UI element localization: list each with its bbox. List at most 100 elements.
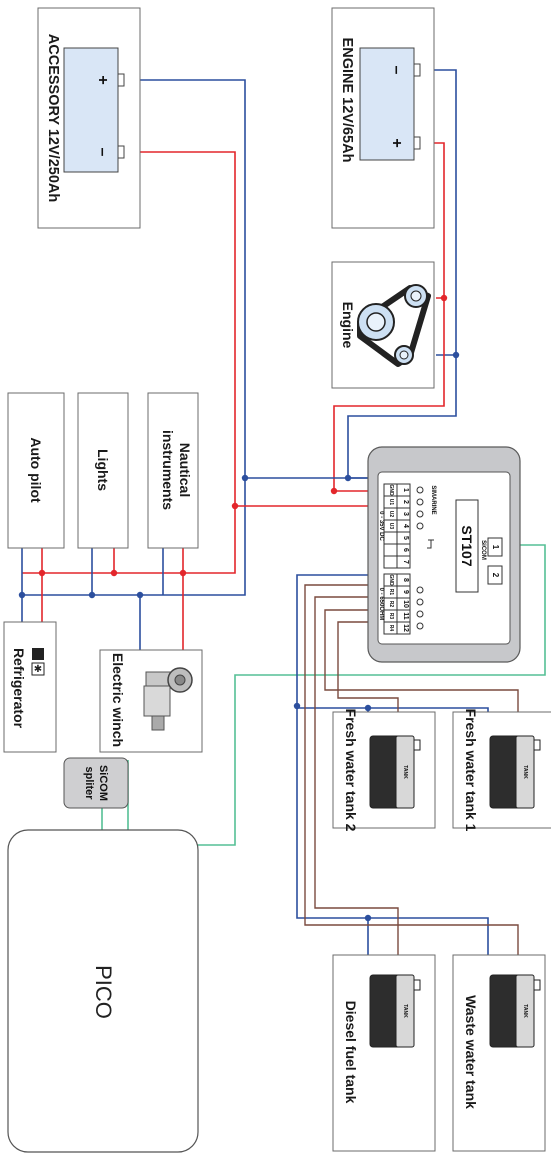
simarine-brand: SIMARINE: [430, 485, 436, 514]
junction: [364, 704, 372, 712]
fresh-water-tank-2: TANK Fresh water tank 2: [332, 709, 436, 832]
wire-sensor-r3: [324, 609, 519, 712]
sicom-splitter-box: [63, 757, 129, 809]
pins-left: 1 2 3 4 5 6 7: [402, 488, 409, 564]
wire-engine-to-st107-positive: [333, 298, 445, 492]
channel-label: R3: [388, 613, 394, 620]
junction: [18, 591, 26, 599]
junctions: [18, 294, 460, 922]
junction: [110, 569, 118, 577]
diesel-fuel-tank-label: Diesel fuel tank: [343, 1001, 359, 1104]
battery-terminal: [413, 63, 421, 77]
sicom-splitter: SiCOM spliter: [63, 757, 129, 809]
pin-number: 12: [402, 624, 409, 632]
tank-cap: [413, 979, 421, 991]
channel-label: R4: [388, 625, 394, 632]
battery-body: [63, 47, 119, 173]
pico-box: [7, 829, 199, 1153]
pin-number: 9: [402, 590, 409, 594]
pin-number: 10: [402, 600, 409, 608]
screw-terminals: [416, 486, 434, 630]
junction: [241, 474, 249, 482]
pin-number: 8: [402, 578, 409, 582]
refrigerator-box: [3, 621, 57, 753]
st107-port-2: [487, 565, 503, 585]
engine-label: Engine: [340, 302, 356, 349]
channel-label: R1: [388, 589, 394, 596]
accessory-battery-label: ACCESSORY 12V/250Ah: [45, 34, 61, 202]
tank-level-fill: [515, 974, 535, 1048]
nautical-instruments: Nautical instruments: [147, 392, 199, 549]
electric-winch-label: Electric winch: [110, 653, 126, 747]
port-2-label: 2: [491, 573, 500, 578]
snowflake-glyph: ✱: [34, 664, 42, 675]
pin-number: 5: [402, 536, 409, 540]
wire-accessory-positive: [22, 151, 236, 574]
tank-level-fill: [395, 974, 415, 1048]
lights-box: [77, 392, 129, 549]
battery-body: [359, 47, 415, 161]
nautical-instruments-label-2: instruments: [160, 430, 176, 510]
accessory-battery: + – ACCESSORY 12V/250Ah: [37, 7, 141, 229]
st107-model: ST107: [459, 525, 475, 566]
fresh-water-tank-1-label: Fresh water tank 1: [463, 709, 479, 832]
minus-symbol: –: [94, 148, 111, 157]
engine-battery-label: ENGINE 12V/65Ah: [339, 38, 355, 163]
channel-label: GND: [388, 574, 394, 586]
st107-port-1: [487, 537, 503, 557]
waste-water-tank-label: Waste water tank: [463, 995, 479, 1109]
belt-drive-icon: [357, 284, 431, 367]
st107-device: ST107 SIMARINE 1 2 SiCOM 1: [367, 446, 521, 663]
channel-label: U1: [388, 499, 394, 506]
nautical-instruments-box: [147, 392, 199, 549]
pin-number: 4: [402, 524, 409, 528]
wire-tank-ground-fw1: [368, 707, 489, 712]
junction: [344, 474, 352, 482]
diesel-fuel-tank: TANK Diesel fuel tank: [332, 954, 436, 1152]
wire-engine-positive: [434, 142, 445, 299]
pico-display: PICO: [7, 829, 199, 1153]
ohm-range: 0 - 650OHM: [378, 588, 384, 621]
junction: [452, 351, 460, 359]
wire-sensor-r4: [337, 621, 399, 712]
junction: [293, 702, 301, 710]
pin-number: 3: [402, 512, 409, 516]
fresh-water-tank-1: TANK Fresh water tank 1: [452, 709, 551, 832]
channel-label: U2: [388, 511, 394, 518]
battery-terminal: [413, 136, 421, 150]
electric-winch: Electric winch: [99, 649, 203, 753]
auto-pilot-label: Auto pilot: [28, 437, 44, 503]
channels-right: GND R1 R2 R3 R4: [388, 574, 394, 631]
wires: [21, 69, 546, 955]
st107-model-plate: [455, 499, 479, 593]
wire-sensor-r2: [314, 596, 399, 955]
voltage-range: 0 - 35V DC: [378, 511, 384, 541]
junction: [231, 502, 239, 510]
fridge-icon: [32, 648, 44, 660]
pin-number: 1: [402, 488, 409, 492]
plus-symbol: +: [388, 138, 405, 147]
pin-number: 2: [402, 500, 409, 504]
channel-label: R2: [388, 601, 394, 608]
tank-level-fill: [395, 735, 415, 809]
battery-terminal: [117, 73, 125, 87]
tank-tag: TANK: [402, 1004, 408, 1018]
wire-accessory-negative: [22, 79, 246, 596]
wire-sensor-r1: [304, 584, 519, 955]
port-1-label: 1: [491, 545, 500, 550]
tank-cap: [413, 739, 421, 751]
wire-engine-negative: [434, 69, 457, 356]
refrigerator: ✱ Refrigerator: [3, 621, 57, 753]
channels-left: GND U1 U2 U3: [388, 484, 394, 529]
sicom-port-label: SiCOM: [480, 540, 486, 560]
snowflake-icon: [31, 662, 45, 676]
pico-label: PICO: [91, 965, 116, 1019]
junction: [38, 569, 46, 577]
battery-terminal: [117, 145, 125, 159]
sicom-label: SiCOM: [97, 765, 109, 801]
nautical-instruments-label-1: Nautical: [177, 443, 193, 497]
junction: [364, 914, 372, 922]
minus-symbol: –: [388, 66, 405, 75]
winch-icon: [143, 667, 193, 731]
